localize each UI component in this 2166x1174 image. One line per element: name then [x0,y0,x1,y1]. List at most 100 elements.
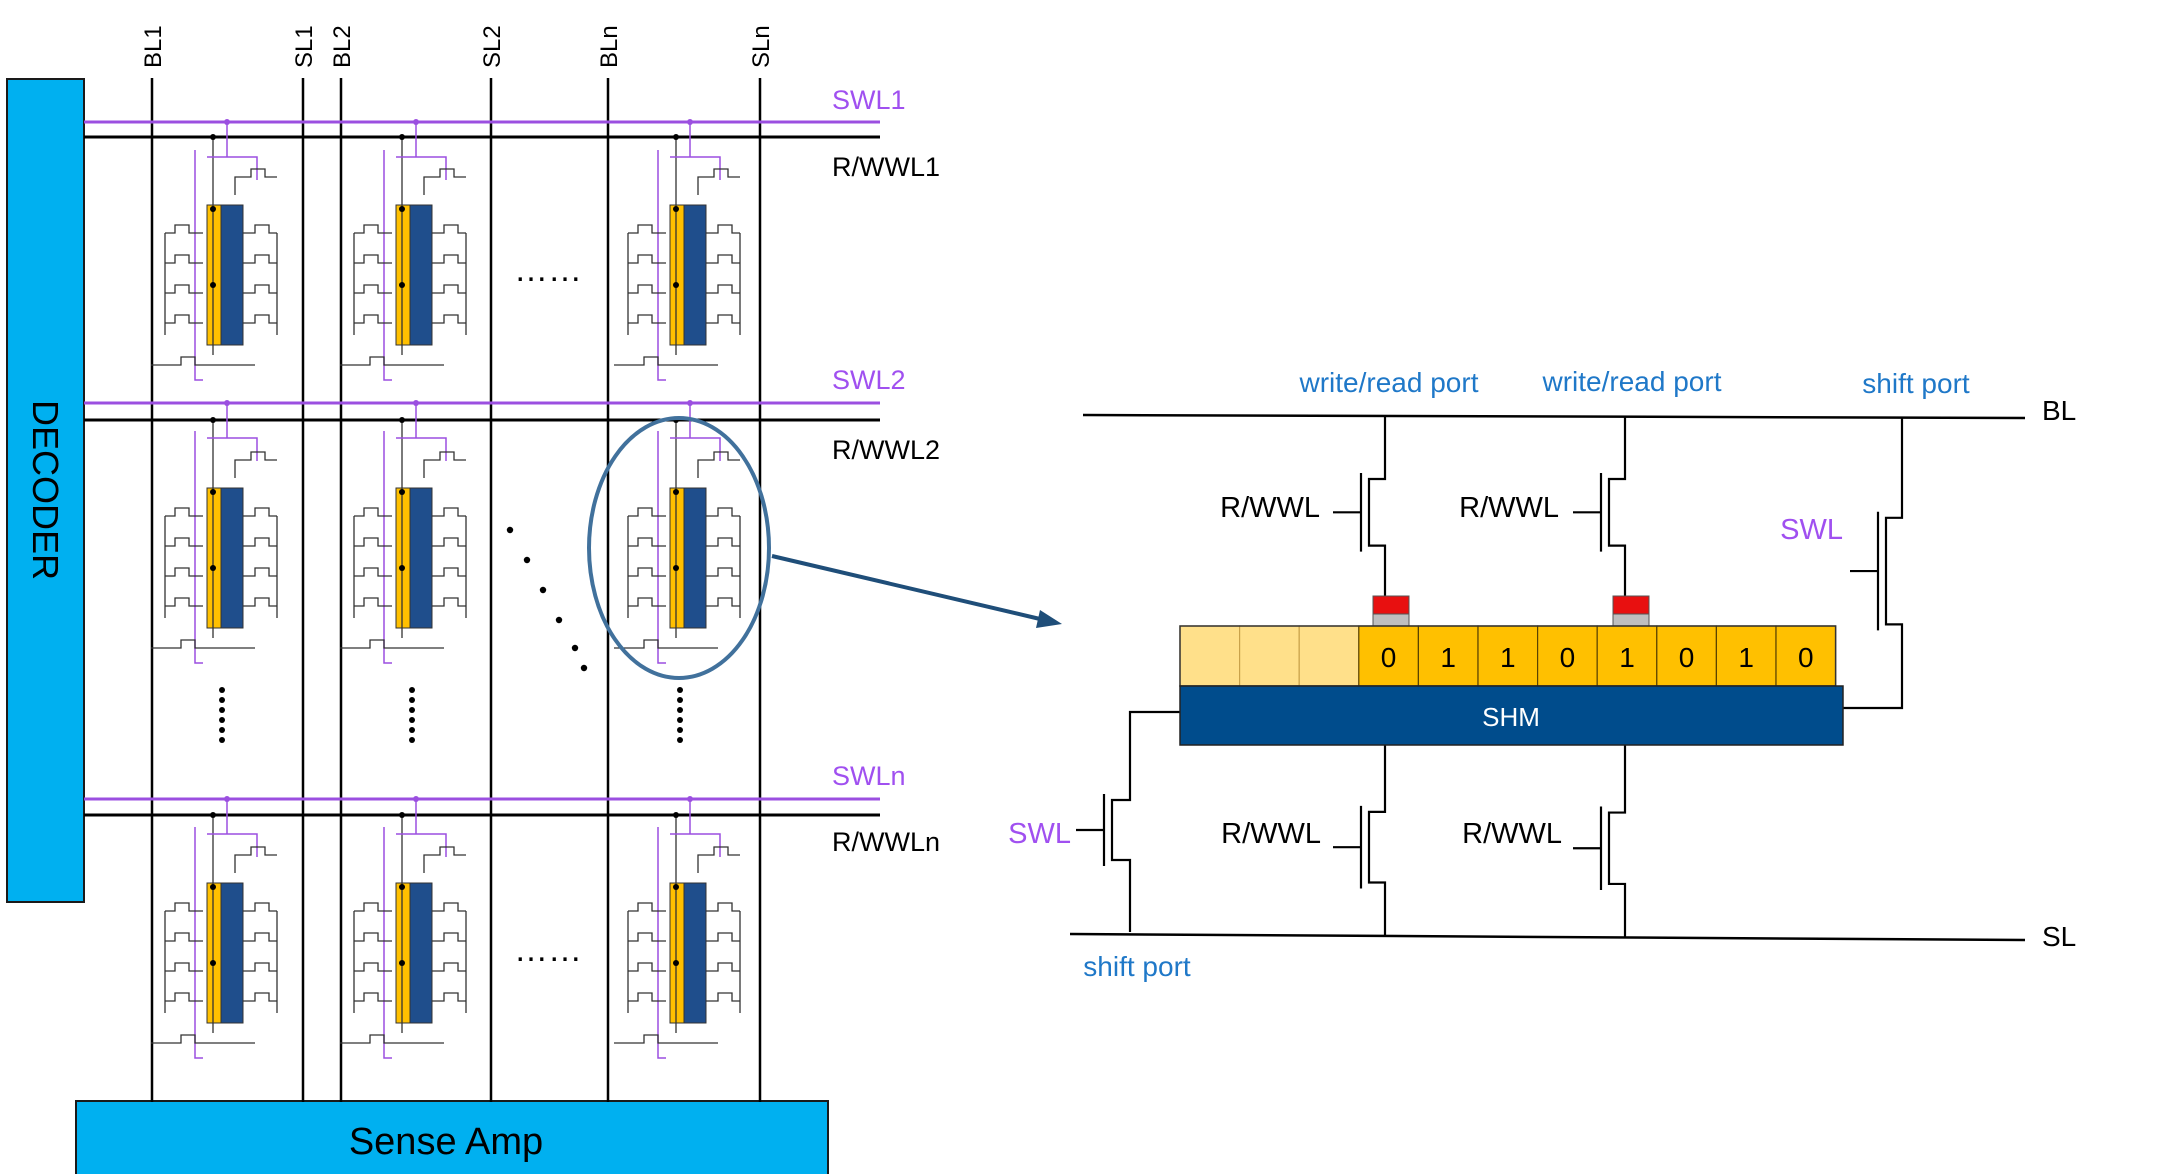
swl-branch [657,431,666,664]
access-transistor [340,639,444,649]
transistor-stub [243,284,277,294]
junction-dot [210,282,216,288]
ellipsis-dot [409,707,415,713]
ellipsis-dot [219,727,225,733]
junction-dot [673,206,679,212]
transistor-stub [628,992,666,1002]
transistor-stub [706,567,740,577]
ellipsis-dot [219,717,225,723]
access-transistor [423,451,466,478]
bottom-shift-port-label: shift port [1083,951,1191,982]
bit-value: 0 [1381,642,1397,673]
empty-domain-cell [1298,625,1360,687]
bl-label: BL [2042,395,2076,426]
junction-dot [210,417,216,423]
swl-label-n: SWLn [832,761,906,791]
transistor-channel [1367,745,1387,936]
junction-dot [673,565,679,571]
ellipsis-dot [219,737,225,743]
transistor-stub [165,537,203,547]
swl-branch [207,833,258,857]
transistor-stub [243,597,277,607]
junction-dot [673,812,679,818]
junction-dot [399,884,405,890]
vertical-ellipsis [219,687,683,743]
transistor-stub [628,902,666,912]
transistor-channel [1367,416,1387,596]
shm-bar [1179,685,1844,746]
access-transistor [614,1034,718,1044]
bit-cell [1358,625,1420,687]
ellipsis-dot [506,526,514,534]
transistor-stub [165,224,203,234]
transistor-stub [243,537,277,547]
swl-branch [194,827,203,1059]
cell-yellow-strip [395,487,411,629]
transistor-stub [432,902,466,912]
junction-dot-purple [224,400,230,406]
junction-dot [210,812,216,818]
transistor-stub [243,962,277,972]
cell-detail: BL SL write/read port write/read port sh… [1008,366,2076,982]
transistor-stub [165,567,203,577]
transistor-stub [432,537,466,547]
ellipsis-dot [555,616,563,624]
transistor-stub [432,284,466,294]
ellipsis-dot [219,687,225,693]
ellipsis-dot [409,697,415,703]
transistor-stub [432,962,466,972]
bit-value: 1 [1738,642,1754,673]
ellipsis-dot [539,586,547,594]
junction-dot [399,134,405,140]
junction-dot-purple [687,796,693,802]
swl-branch [383,150,392,381]
junction-dot-purple [687,119,693,125]
cell-yellow-strip [395,204,411,346]
transistor-stub [354,962,392,972]
transistor-stub [165,962,203,972]
memory-cell [614,119,741,381]
junction-dot-purple [413,119,419,125]
rwwl-transistor-3 [1333,745,1387,936]
transistor-stub [243,224,277,234]
swl-branch [670,437,721,461]
access-transistor [234,451,277,478]
contact-2 [1612,595,1650,627]
sense-amp-block [75,1100,829,1174]
port-label-1: write/read port [1299,367,1479,398]
junction-dot [673,489,679,495]
transistor-stub [432,932,466,942]
bit-cell [1775,625,1837,687]
transistor-stub [354,597,392,607]
port-label-3: shift port [1862,368,1970,399]
cell-yellow-strip [206,487,222,629]
memory-cell [340,400,467,664]
memory-cell [614,400,741,664]
swl-branch [194,150,203,381]
access-transistor [614,639,718,649]
memory-cell [151,400,278,664]
transistor-stub [243,992,277,1002]
swl-branch [670,833,721,857]
transistor-stub [165,992,203,1002]
transistor-stub [706,254,740,264]
cell-yellow-strip [206,204,222,346]
transistor-stub [706,507,740,517]
junction-dot [399,282,405,288]
swl-label-1: SWL1 [832,85,906,115]
transistor-stub [628,224,666,234]
junction-dot [210,565,216,571]
junction-dot-purple [413,796,419,802]
sl-label: SL [2042,921,2076,952]
swl-branch [657,150,666,381]
bitline-label: BLn [596,25,623,68]
junction-dot [399,206,405,212]
rwwl-transistor-2 [1573,416,1627,596]
transistor-group [1076,416,1904,938]
cell-blue-strip [683,487,707,629]
access-transistor [423,168,466,195]
transistor-stub [628,314,666,324]
transistor-stub [432,507,466,517]
junction-dot [673,134,679,140]
